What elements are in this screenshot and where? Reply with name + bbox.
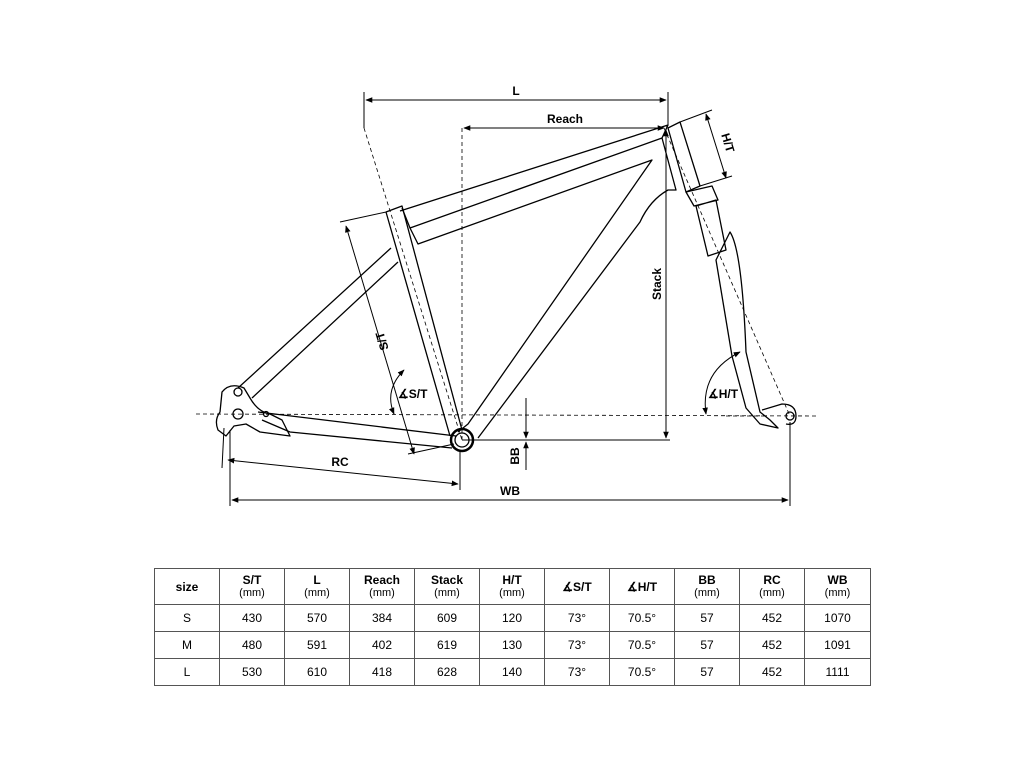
table-cell: 452 — [739, 658, 805, 686]
table-cell: 452 — [739, 604, 805, 632]
table-cell: 57 — [674, 631, 740, 659]
table-cell: 570 — [284, 604, 350, 632]
label-st: S/T — [373, 330, 392, 353]
header-unit: (mm) — [759, 587, 785, 599]
table-header-cell: S/T(mm) — [219, 568, 285, 605]
table-cell: 384 — [349, 604, 415, 632]
bike-geometry-diagram: L Reach H/T Stack S/T ∡S/T ∡H/T BB RC WB — [195, 84, 819, 506]
table-cell: 120 — [479, 604, 545, 632]
table-cell: L — [154, 658, 220, 686]
header-label: Stack — [430, 573, 464, 587]
header-unit: (mm) — [434, 587, 460, 599]
fork — [685, 185, 779, 429]
table-cell: 609 — [414, 604, 480, 632]
down-tube — [409, 137, 677, 439]
bike-frame — [215, 121, 797, 453]
table-cell: 591 — [284, 631, 350, 659]
table-cell: 530 — [219, 658, 285, 686]
table-cell: S — [154, 604, 220, 632]
seat-tube — [385, 205, 463, 437]
table-cell: 1091 — [804, 631, 871, 659]
table-cell: 628 — [414, 658, 480, 686]
table-cell: 452 — [739, 631, 805, 659]
header-label: WB — [827, 573, 848, 587]
header-unit: (mm) — [824, 587, 851, 599]
table-cell: 70.5° — [609, 631, 675, 659]
label-stack: Stack — [650, 268, 664, 300]
header-unit: (mm) — [304, 587, 330, 599]
label-rc: RC — [331, 455, 349, 469]
table-cell: 430 — [219, 604, 285, 632]
head-tube — [667, 121, 701, 193]
table-header-cell: Reach(mm) — [349, 568, 415, 605]
table-cell: 402 — [349, 631, 415, 659]
dim-rc-line — [227, 457, 459, 487]
table-cell: 73° — [544, 604, 610, 632]
seat-stay — [237, 247, 399, 399]
dim-ht-line — [705, 113, 727, 179]
top-tube — [399, 124, 669, 229]
header-label: ∡S/T — [562, 579, 592, 594]
ht-angle-arc — [702, 351, 741, 415]
table-header-cell: H/T(mm) — [479, 568, 545, 605]
table-cell: 619 — [414, 631, 480, 659]
table-header-cell: RC(mm) — [739, 568, 805, 605]
header-label: ∡H/T — [626, 579, 658, 594]
label-wb: WB — [500, 484, 520, 498]
header-label: Reach — [363, 573, 401, 587]
table-header-cell: ∡S/T — [544, 568, 610, 605]
head-tube-axis — [663, 127, 791, 417]
header-unit: (mm) — [239, 587, 265, 599]
ground-line — [195, 413, 819, 417]
dimension-lines — [221, 92, 791, 506]
header-unit: (mm) — [499, 587, 525, 599]
table-cell: 130 — [479, 631, 545, 659]
label-ht-angle: ∡H/T — [708, 387, 739, 401]
table-header-cell: WB(mm) — [804, 568, 871, 605]
rear-dropout — [215, 385, 291, 437]
table-cell: 1070 — [804, 604, 871, 632]
table-cell: 57 — [674, 658, 740, 686]
table-cell: 480 — [219, 631, 285, 659]
label-st-angle: ∡S/T — [398, 387, 428, 401]
table-cell: 73° — [544, 658, 610, 686]
table-cell: 418 — [349, 658, 415, 686]
label-l: L — [512, 84, 519, 98]
dim-st-line — [345, 225, 415, 455]
label-bb: BB — [508, 447, 522, 465]
table-cell: 70.5° — [609, 604, 675, 632]
table-cell: 70.5° — [609, 658, 675, 686]
header-unit: (mm) — [369, 587, 395, 599]
header-label: S/T — [242, 573, 262, 587]
header-label: size — [175, 579, 199, 594]
table-header-cell: BB(mm) — [674, 568, 740, 605]
header-label: RC — [763, 573, 781, 587]
st-angle-arc — [388, 369, 405, 415]
table-cell: 73° — [544, 631, 610, 659]
table-cell: 57 — [674, 604, 740, 632]
table-cell: 140 — [479, 658, 545, 686]
header-unit: (mm) — [694, 587, 720, 599]
table-header-cell: size — [154, 568, 220, 605]
label-reach: Reach — [547, 112, 583, 126]
header-label: H/T — [502, 573, 522, 587]
table-header-cell: Stack(mm) — [414, 568, 480, 605]
table-cell: M — [154, 631, 220, 659]
table-header-cell: L(mm) — [284, 568, 350, 605]
header-label: L — [313, 573, 321, 587]
label-ht: H/T — [718, 132, 737, 155]
table-header-cell: ∡H/T — [609, 568, 675, 605]
header-label: BB — [698, 573, 716, 587]
table-cell: 610 — [284, 658, 350, 686]
table-cell: 1111 — [804, 658, 871, 686]
